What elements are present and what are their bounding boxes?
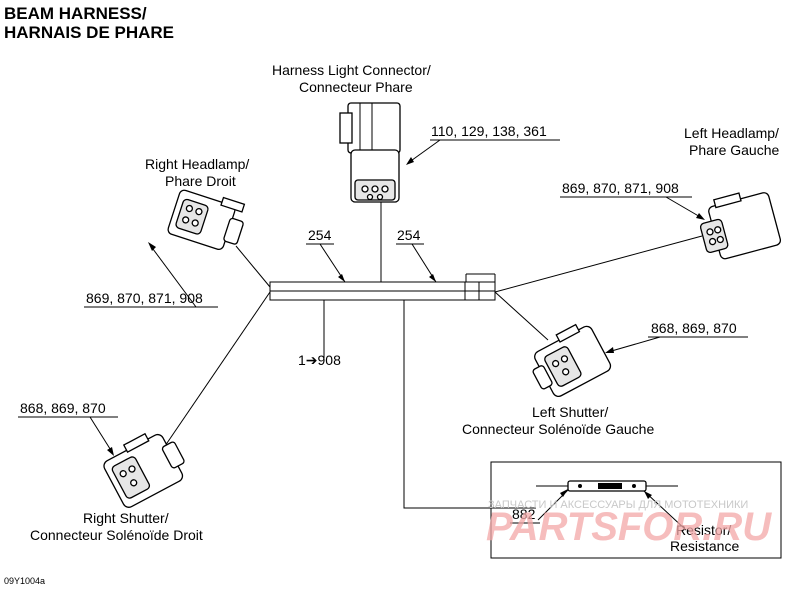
left-shutter-parts: 868, 869, 870 xyxy=(651,320,737,336)
watermark: ЗАПЧАСТИ И АКСЕССУАРЫ ДЛЯ МОТОТЕХНИКИ PA… xyxy=(486,499,772,549)
right-shutter-parts: 868, 869, 870 xyxy=(20,400,106,416)
branch-wires xyxy=(164,235,703,509)
watermark-logo: PARTSFOR.RU xyxy=(486,505,772,549)
right-shutter: 868, 869, 870 Right Shutter/ Connecteur … xyxy=(18,400,203,543)
right-shutter-name-en: Right Shutter/ xyxy=(83,510,169,526)
harness-light-connector-name-en: Harness Light Connector/ xyxy=(272,62,431,78)
right-headlamp: Right Headlamp/ Phare Droit 869, 870, 87… xyxy=(84,156,249,308)
svg-text:254: 254 xyxy=(397,227,421,243)
harness-light-connector-icon xyxy=(339,102,401,203)
watermark-caption: ЗАПЧАСТИ И АКСЕССУАРЫ ДЛЯ МОТОТЕХНИКИ xyxy=(488,499,748,511)
right-headlamp-name-fr: Phare Droit xyxy=(165,173,236,189)
right-shutter-connector-icon xyxy=(103,432,185,508)
right-shutter-name-fr: Connecteur Solénoïde Droit xyxy=(30,527,203,543)
right-headlamp-connector-icon xyxy=(167,189,246,250)
left-headlamp-parts: 869, 870, 871, 908 xyxy=(562,180,679,196)
svg-text:254: 254 xyxy=(308,227,332,243)
left-headlamp-connector-icon xyxy=(699,192,782,260)
harness-light-connector-parts: 110, 129, 138, 361 xyxy=(431,123,547,139)
left-shutter: 868, 869, 870 Left Shutter/ Connecteur S… xyxy=(462,320,748,437)
title-line-1: BEAM HARNESS/ xyxy=(4,4,147,23)
resistor-name-en: Resistor/ xyxy=(676,522,731,538)
title-line-2: HARNAIS DE PHARE xyxy=(4,23,174,42)
resistor-part-number: 882 xyxy=(512,506,536,522)
length-label-right: 254 xyxy=(396,227,437,283)
harness-trunk xyxy=(269,200,496,301)
left-shutter-name-fr: Connecteur Solénoïde Gauche xyxy=(462,421,654,437)
left-shutter-name-en: Left Shutter/ xyxy=(532,404,608,420)
right-headlamp-parts: 869, 870, 871, 908 xyxy=(86,290,203,306)
left-headlamp-name-en: Left Headlamp/ xyxy=(684,125,779,141)
figure-code: 09Y1004a xyxy=(4,576,45,586)
left-headlamp: Left Headlamp/ Phare Gauche 869, 870, 87… xyxy=(560,125,782,260)
svg-text:1➔908: 1➔908 xyxy=(298,352,341,368)
left-shutter-connector-icon xyxy=(532,323,612,397)
harness-light-connector-name-fr: Connecteur Phare xyxy=(299,79,413,95)
right-headlamp-name-en: Right Headlamp/ xyxy=(145,156,249,172)
length-label-left: 254 xyxy=(306,227,346,283)
left-headlamp-name-fr: Phare Gauche xyxy=(689,142,779,158)
harness-light-connector: Harness Light Connector/ Connecteur Phar… xyxy=(272,62,560,203)
resistor-name-fr: Resistance xyxy=(670,538,739,554)
harness-range-label: 1➔908 xyxy=(298,300,341,368)
resistor-inset: 882 Resistor/ Resistance xyxy=(490,461,782,559)
